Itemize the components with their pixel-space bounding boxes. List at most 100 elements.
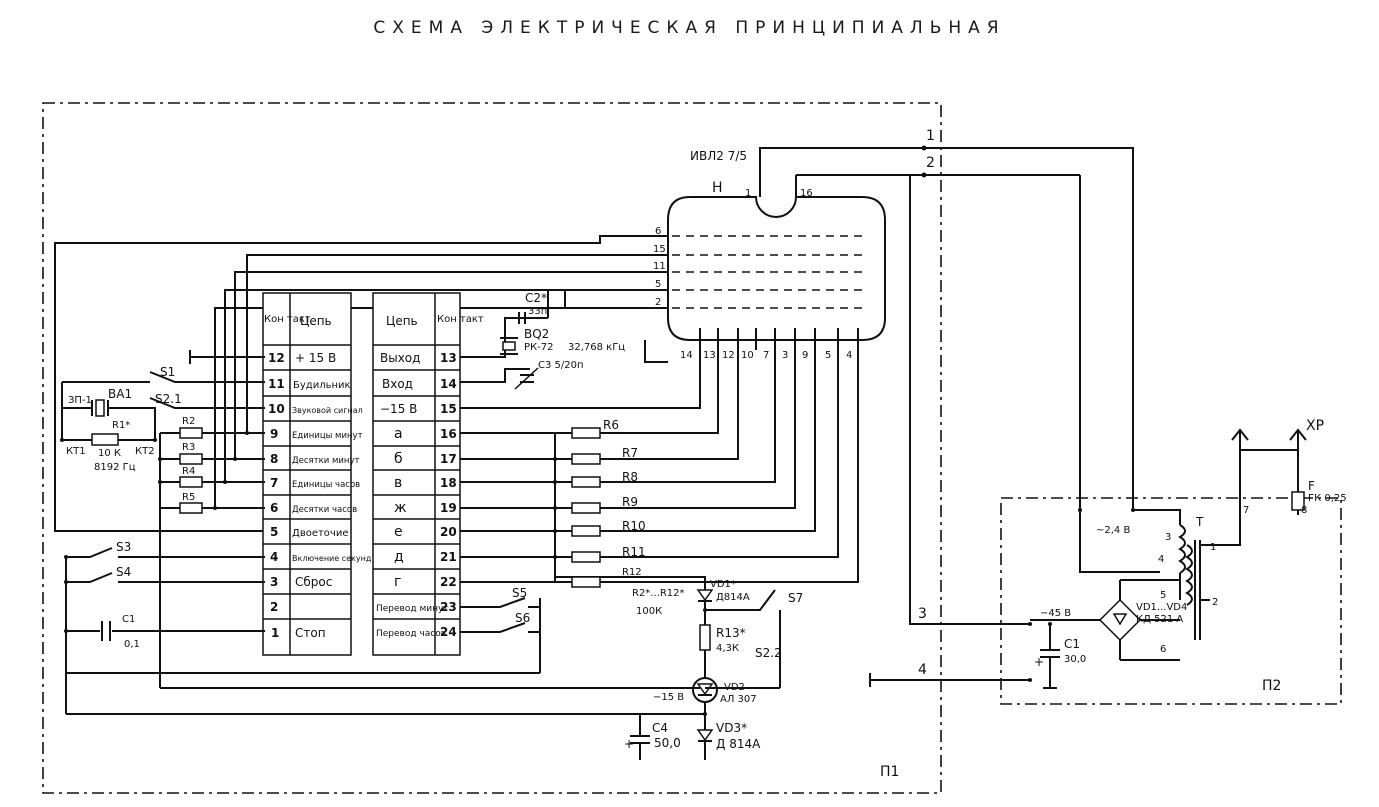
p2-pin-2: 2 xyxy=(1212,597,1218,608)
svg-text:+: + xyxy=(1034,655,1044,669)
indicator-pin-bottom-10: 10 xyxy=(741,350,754,361)
r5-label: R5 xyxy=(182,492,195,503)
vd1-label: VD1* xyxy=(710,579,736,590)
r1-label: R1* xyxy=(112,420,130,431)
segment-wiring xyxy=(460,340,859,590)
vd1-type: Д814А xyxy=(716,592,750,603)
left-pin-4: 4 xyxy=(270,550,278,564)
p2-c1-label: С1 xyxy=(1064,637,1080,651)
r-note-label: R2*...R12* xyxy=(632,588,685,599)
crystal-bq2-group: С2* 33п ВQ2 РК-72 32,768 кГц С3 5/20п xyxy=(460,289,668,390)
indicator-pin-left-2: 2 xyxy=(655,297,661,308)
vd3-label: VD3* xyxy=(716,721,747,735)
r4-label: R4 xyxy=(182,466,195,477)
p2-pin-7: 7 xyxy=(1243,505,1249,516)
c4-label: С4 xyxy=(652,721,668,735)
bq2-freq: 32,768 кГц xyxy=(568,342,625,353)
indicator-pin-left-6: 6 xyxy=(655,226,661,237)
indicator-pin-bottom-3: 3 xyxy=(782,350,788,361)
s4-label: S4 xyxy=(116,565,131,579)
block-p2-outline xyxy=(1000,497,1342,705)
right-table-header-contact: Кон такт xyxy=(437,314,484,325)
right-pin-14: 14 xyxy=(440,377,457,391)
bq2-label: ВQ2 xyxy=(524,327,549,341)
right-name-23: Перевод минут xyxy=(376,604,449,614)
bq2-type: РК-72 xyxy=(524,342,553,353)
indicator-pin-top-16: 16 xyxy=(800,188,813,199)
s2-2-label: S2.2 xyxy=(755,646,782,660)
indicator-pin-bottom-7: 7 xyxy=(763,350,769,361)
c3-label: С3 5/20п xyxy=(538,360,584,371)
switch-s4: S4 xyxy=(64,565,131,584)
s2-1-label: S2.1 xyxy=(155,392,182,406)
indicator-h: ИВЛ2 7/5 Н 1 16 6 15 11 5 2 14 13 12 10 xyxy=(653,149,886,361)
right-connector-table: Цепь Кон такт Выход 13 Вход 14 −15 В 15 … xyxy=(372,292,484,656)
left-pin-7: 7 xyxy=(270,476,278,490)
right-name-21: д xyxy=(394,549,404,565)
p2-pin-3: 3 xyxy=(1165,532,1171,543)
r1-value: 10 К xyxy=(98,448,121,459)
p2-pin-6: 6 xyxy=(1160,644,1166,655)
c2-label: С2* xyxy=(525,291,547,305)
block-p2-label: П2 xyxy=(1262,678,1281,694)
left-table-header-contact: Кон такт xyxy=(264,314,311,325)
indicator-pin-left-11: 11 xyxy=(653,261,666,272)
c2-value: 33п xyxy=(528,306,547,317)
left-pin-11: 11 xyxy=(268,377,285,391)
indicator-pin-top-1: 1 xyxy=(745,188,751,199)
left-name-3: Сброс xyxy=(295,575,332,589)
right-pin-21: 21 xyxy=(440,550,457,564)
p2-pin-1: 1 xyxy=(1210,542,1216,553)
freq-label: 8192 Гц xyxy=(94,462,136,473)
fuse-value: ГК 0,25 xyxy=(1308,493,1347,504)
r12-label: R12 xyxy=(622,567,642,578)
left-pin-6: 6 xyxy=(270,501,278,515)
left-name-9: Единицы минут xyxy=(292,431,363,441)
p2-pin-4: 4 xyxy=(1158,554,1164,565)
switch-s3: S3 xyxy=(64,540,131,559)
p2-pin-8: 8 xyxy=(1301,505,1307,516)
c1-label: С1 xyxy=(122,614,135,625)
right-pin-24: 24 xyxy=(440,625,457,639)
right-pin-19: 19 xyxy=(440,501,457,515)
left-name-5: Двоеточие xyxy=(292,528,348,539)
right-name-20: е xyxy=(394,524,403,540)
left-name-12: + 15 В xyxy=(295,351,336,365)
indicator-pin-bottom-4: 4 xyxy=(846,350,852,361)
kt1-label: КТ1 xyxy=(66,446,86,457)
right-name-15: −15 В xyxy=(380,402,417,416)
bridge-label: VD1...VD4 xyxy=(1136,602,1187,613)
p2-c1-value: 30,0 xyxy=(1064,654,1086,665)
indicator-pin-bottom-13: 13 xyxy=(703,350,716,361)
right-pin-16: 16 xyxy=(440,427,457,441)
indicator-pin-left-15: 15 xyxy=(653,244,666,255)
left-connector-table: Кон такт Цепь 12 + 15 В 11 Будильник 10 … xyxy=(262,292,372,656)
s2-1-switch: S2.1 xyxy=(155,392,182,406)
s7-label: S7 xyxy=(788,591,803,605)
resistor-r1: R1* КТ1 10 К КТ2 8192 Гц xyxy=(60,420,157,473)
resistors-r2-r5: R2 R3 R4 R5 xyxy=(158,416,249,514)
s5-label: S5 xyxy=(512,586,527,600)
indicator-ref-label: Н xyxy=(712,180,723,196)
right-name-14: Вход xyxy=(382,377,413,391)
indicator-pin-left-5: 5 xyxy=(655,279,661,290)
connector-3-label: 3 xyxy=(918,606,927,622)
left-name-4: Включение секунд xyxy=(292,554,372,563)
indicator-pin-bottom-12: 12 xyxy=(722,350,735,361)
connector-labels: 1 2 3 4 xyxy=(918,128,935,678)
right-name-16: а xyxy=(394,426,403,442)
indicator-pin-bottom-5: 5 xyxy=(825,350,831,361)
right-name-24: Перевод часов xyxy=(376,629,446,639)
left-name-11: Будильник xyxy=(293,380,351,391)
left-table-header-circuit: Цепь xyxy=(300,314,332,328)
indicator-pin-bottom-14: 14 xyxy=(680,350,693,361)
left-pin-12: 12 xyxy=(268,351,285,365)
r3-label: R3 xyxy=(182,442,195,453)
left-pin-9: 9 xyxy=(270,427,278,441)
left-name-6: Десятки часов xyxy=(292,505,357,515)
vd2-type: АЛ 307 xyxy=(720,694,757,705)
left-pin-1: 1 xyxy=(271,626,279,640)
s6-label: S6 xyxy=(515,611,530,625)
power-block-p2: Т ~2,4 В ХР F ГК 0,25 VD1...VD xyxy=(1028,418,1347,689)
